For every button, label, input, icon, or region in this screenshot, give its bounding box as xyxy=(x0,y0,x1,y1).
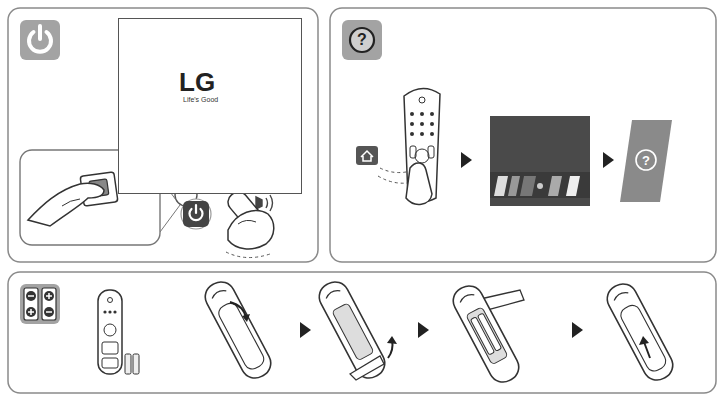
help-symbol: ? xyxy=(357,32,367,48)
step-arrow xyxy=(572,322,583,338)
help-symbol: ? xyxy=(642,154,650,167)
remote-back xyxy=(602,279,677,385)
hand xyxy=(28,183,104,226)
battery-icon xyxy=(20,284,60,324)
remote-back xyxy=(314,277,397,383)
step-arrow xyxy=(461,152,472,168)
remote-front xyxy=(98,290,139,374)
slogan: Life's Good xyxy=(179,95,218,104)
brand-logo: LG xyxy=(179,69,218,95)
home-button xyxy=(356,146,378,165)
help-card xyxy=(620,120,672,202)
tv-screen: LGLife's Good xyxy=(118,18,302,194)
panel xyxy=(8,8,318,262)
remote-back xyxy=(200,277,275,383)
tv-screen xyxy=(490,116,590,206)
hand xyxy=(406,163,432,204)
step-arrow xyxy=(300,322,311,338)
remote-back xyxy=(448,281,524,387)
logo-text: LGLife's Good xyxy=(179,69,218,104)
remote xyxy=(404,88,440,204)
panel xyxy=(330,8,716,262)
help-icon xyxy=(342,20,382,60)
panel xyxy=(8,272,716,393)
power-icon xyxy=(20,20,60,60)
step-arrow xyxy=(603,152,614,168)
step-arrow xyxy=(418,322,429,338)
launcher-bar xyxy=(490,172,590,198)
